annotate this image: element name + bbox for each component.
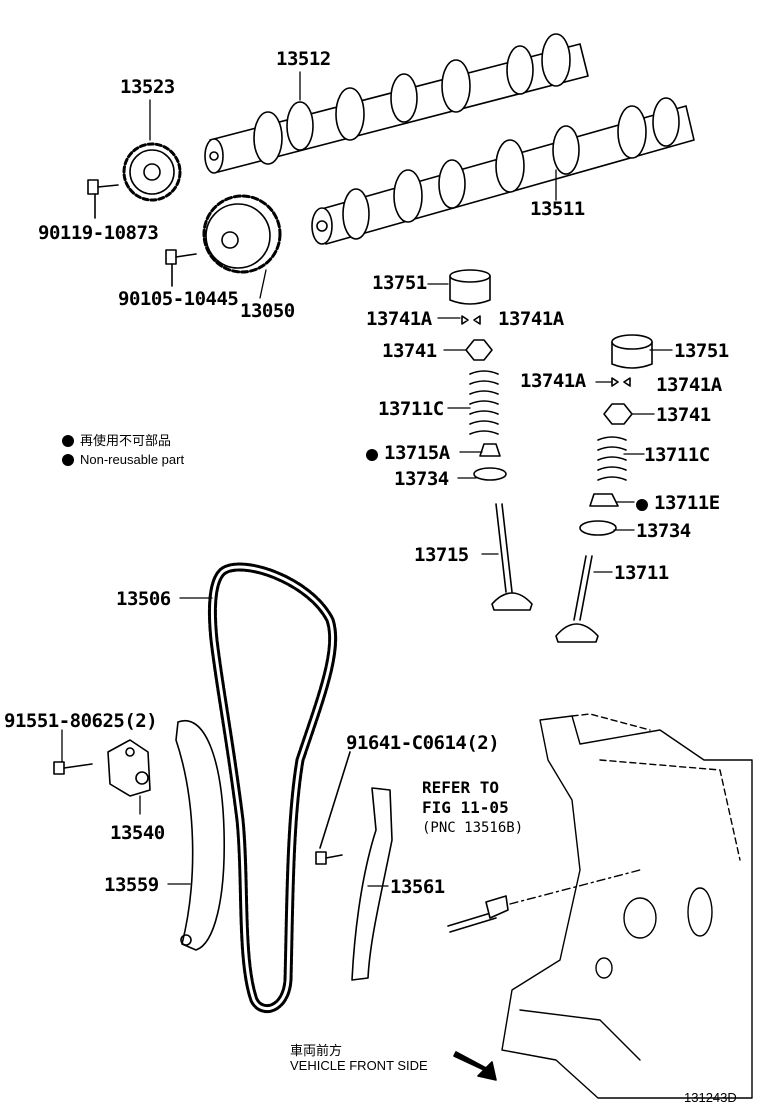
figure-code: 131243D [684,1090,737,1105]
label-90105-10445: 90105-10445 [118,288,239,310]
label-91551-80625: 91551-80625(2) [4,710,158,732]
leader-lines [61,71,673,887]
label-13741A-left-2: 13741A [520,370,586,392]
vvt-gear-13050 [202,194,282,274]
legend-en: Non-reusable part [62,452,184,467]
label-13715A: 13715A [366,442,450,464]
label-13711: 13711 [614,562,669,584]
label-13711C-right: 13711C [644,444,710,466]
label-13050: 13050 [240,300,295,322]
legend-dot-en [62,454,74,466]
camshaft-13512 [204,33,589,174]
legend-dot-jp [62,435,74,447]
label-13711E-text: 13711E [654,492,720,514]
label-13734-right: 13734 [636,520,691,542]
tensioner-slipper-13559 [175,719,226,951]
legend-jp: 再使用不可部品 [62,430,171,449]
front-side-en: VEHICLE FRONT SIDE [290,1058,428,1073]
bolt-90105-10445 [165,249,197,287]
label-13734-left: 13734 [394,468,449,490]
label-13741A-right-1: 13741A [498,308,564,330]
label-13741-right: 13741 [656,404,711,426]
legend-en-text: Non-reusable part [80,452,185,467]
label-13741A-left-1: 13741A [366,308,432,330]
label-13523: 13523 [120,76,175,98]
label-13715: 13715 [414,544,469,566]
label-13751-left: 13751 [372,272,427,294]
bolt-90119-10873 [87,179,119,219]
label-13561: 13561 [390,876,445,898]
timing-chain-13506 [207,562,338,1014]
camshaft-13511 [311,97,695,245]
label-90119-10873: 90119-10873 [38,222,159,244]
chain-tensioner-13540 [53,739,151,797]
label-13715A-text: 13715A [384,442,450,464]
label-91641-C0614: 91641-C0614(2) [346,732,500,754]
valve-assembly-intake [449,269,533,611]
label-13506: 13506 [116,588,171,610]
camshaft-sprocket-13523 [122,142,182,202]
refer-line-1: REFER TO [422,778,500,797]
label-13559: 13559 [104,874,159,896]
refer-line-2: FIG 11-05 [422,798,509,817]
refer-line-3: (PNC 13516B) [422,820,524,836]
valve-assembly-exhaust [555,334,653,643]
non-reusable-marker [636,499,648,511]
front-side-jp: 車両前方 [290,1043,343,1058]
label-13741-left: 13741 [382,340,437,362]
label-13741A-right-2: 13741A [656,374,722,396]
refer-note: REFER TO FIG 11-05 (PNC 13516B) [422,778,523,838]
non-reusable-marker [366,449,378,461]
label-13512: 13512 [276,48,331,70]
front-direction-arrow [453,1051,497,1081]
legend-jp-text: 再使用不可部品 [80,433,172,448]
label-13751-right: 13751 [674,340,729,362]
label-13711E: 13711E [636,492,720,514]
chain-damper-13561 [315,751,393,981]
engine-block [501,713,753,1099]
pin-13516B [447,895,509,933]
label-13711C-left: 13711C [378,398,444,420]
label-13511: 13511 [530,198,585,220]
label-13540: 13540 [110,822,165,844]
